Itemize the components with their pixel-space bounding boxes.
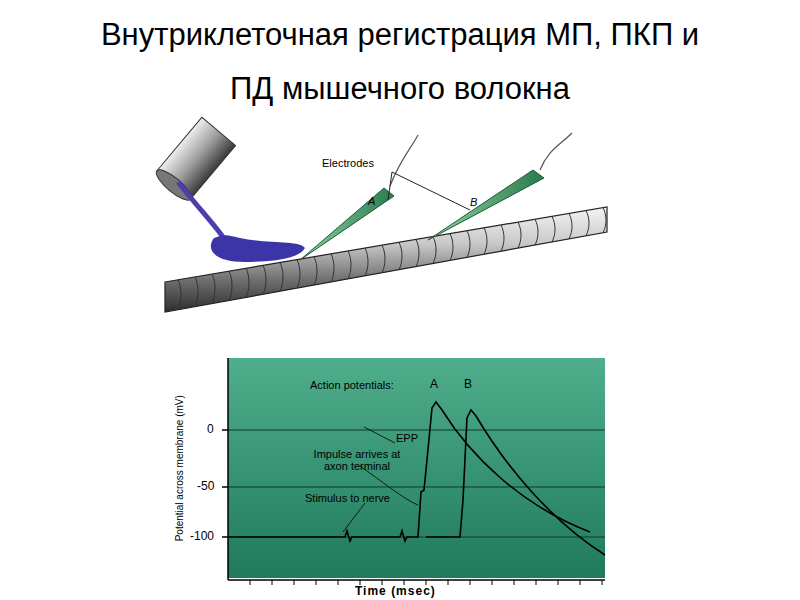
electrode-letter: B [470, 197, 477, 209]
leader-line [343, 427, 418, 532]
graph-ground [166, 352, 607, 585]
trace-label: Impulse arrives at axon terminal [301, 449, 413, 472]
axis-title: Time (msec) [355, 585, 436, 598]
trace-letter: B [464, 378, 472, 391]
electrode-b [428, 170, 544, 240]
axon-terminal [211, 235, 305, 262]
electrode-a [300, 188, 394, 260]
trace-b [426, 410, 605, 555]
axis-tick-label: -100 [190, 530, 214, 543]
leader-line [388, 172, 470, 210]
trace-a [228, 402, 590, 541]
trace-label: EPP [396, 433, 418, 445]
trace-label: Stimulus to nerve [305, 493, 390, 505]
axis-title: Potential across membrane (mV) [175, 395, 186, 541]
graph-panel [228, 358, 605, 578]
axis-tick-label: 0 [207, 423, 214, 436]
trace-letter: A [430, 378, 438, 391]
axis-tick-label: -50 [197, 480, 214, 493]
trace-label: Action potentials: [310, 380, 394, 392]
wire [540, 133, 572, 170]
electrode-letter: A [368, 196, 375, 208]
axon [178, 182, 225, 240]
picture-ground [165, 132, 607, 347]
slide-title: Внутриклеточная регистрация МП, ПКП и ПД… [100, 8, 700, 116]
grid-line [228, 430, 605, 537]
axis [222, 358, 605, 580]
muscle-fiber [165, 207, 607, 312]
nerve [152, 117, 235, 204]
callout-label: Electrodes [322, 158, 374, 170]
